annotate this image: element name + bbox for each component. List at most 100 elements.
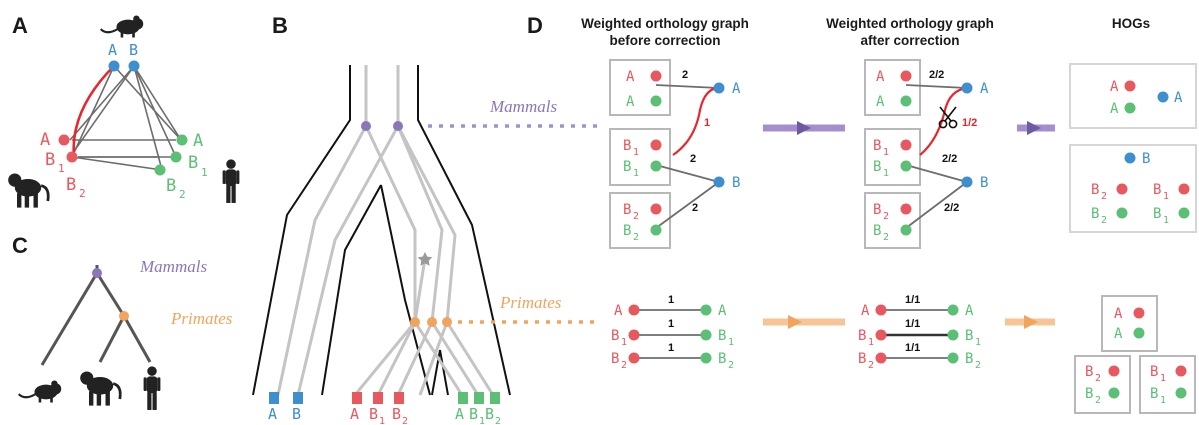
gene-label: A [1110,79,1119,95]
gene-subscript: 1 [728,337,734,348]
gene-subscript: 1 [1163,215,1169,226]
edge-weight: 1 [668,342,674,354]
edge-weight: 1/1 [905,318,920,330]
gene-subscript: 2 [1101,191,1107,202]
hog-primates-b2 [1074,355,1131,414]
panel-label-a: A [12,13,28,38]
gene-label: A [1110,101,1119,117]
gene-label: B [732,175,740,191]
gene-label: A [861,303,870,319]
gene-label: A [1114,306,1123,322]
node-primate-b1 [66,151,78,163]
gene-label: B [392,405,401,423]
gene-label: B [858,328,866,344]
gene-label: B [1150,386,1158,402]
gene-subscript: 1 [883,168,889,179]
header-hogs: HOGs [1112,16,1150,31]
leaf-mouse-b [293,392,303,404]
leaf-human-a [458,392,468,404]
gene-label: B [873,138,881,154]
hog-primates-b1 [1139,355,1196,414]
gene-label: A [455,405,464,423]
clade-label-primates: Primates [170,309,233,328]
node-human-a [176,134,188,146]
gene-label: B [469,405,478,423]
gene-label: B [1091,206,1099,222]
header-after: Weighted orthology graph [826,16,994,31]
panel-label-c: C [12,233,28,258]
leaf-primate-a [352,392,362,404]
gene-label: B [188,153,198,173]
human-icon [143,366,161,410]
graph-before-mammals [609,59,725,249]
gene-subscript: 2 [883,232,889,243]
gene-label: A [1174,90,1183,106]
node-mouse-b [128,60,140,72]
gene-label: B [166,176,176,196]
gene-label: A [268,405,277,423]
gene-subscript: 2 [883,211,889,222]
gene-subscript: 2 [79,187,86,200]
gene-label: B [623,138,631,154]
gene-subscript: 1 [1160,373,1166,384]
gene-subscript: 2 [1095,373,1101,384]
gene-label: B [369,405,378,423]
gene-label: B [45,150,55,170]
gene-subscript: 1 [621,337,627,348]
gene-label: B [611,351,619,367]
primates-node [427,317,437,327]
monkey-icon [78,370,122,407]
species-tree [40,265,152,366]
hog-mammals-b [1069,144,1197,233]
gene-label: B [485,405,494,423]
gene-label: B [1091,182,1099,198]
gene-label: B [129,41,138,59]
graph-after-mammals [864,59,973,249]
mammals-node [92,268,102,278]
gene-label: A [876,94,885,110]
leaf-mouse-a [269,392,279,404]
gene-subscript: 2 [975,360,981,371]
node-human-b2 [154,164,166,176]
edge-weight: 1/1 [905,342,920,354]
node-mouse-a [108,60,120,72]
graph-after-primates [875,304,959,364]
node-primate-a [58,134,70,146]
edge-weight: 2/2 [929,69,944,81]
gene-label: B [858,351,866,367]
header-before: Weighted orthology graph [581,16,749,31]
panel-label-d: D [527,13,543,38]
gene-label: B [718,351,726,367]
arrow-primates [763,315,1055,329]
gene-label: B [1153,206,1161,222]
clade-label-mammals: Mammals [139,257,207,276]
gene-label: A [876,69,885,85]
gene-label: A [1114,326,1123,342]
gene-label: B [1142,151,1150,167]
leaf-human-b1 [474,392,484,404]
clade-label-mammals: Mammals [489,97,557,116]
gene-label: B [965,351,973,367]
header-before-sub: before correction [609,33,720,48]
gene-subscript: 2 [179,188,186,201]
gene-label: B [718,328,726,344]
gene-subscript: 1 [1160,395,1166,406]
gene-label: B [623,159,631,175]
node-human-b1 [170,151,182,163]
leaf-primate-b1 [373,392,383,404]
gene-subscript: 1 [379,416,385,425]
mammals-duplication-node [393,121,403,131]
gene-label: B [873,223,881,239]
edge-weight: 2 [692,202,698,214]
panel-a-edges [69,65,182,171]
gene-label: B [292,405,301,423]
edge-weight: 1 [668,294,674,306]
clade-label-primates: Primates [499,293,562,312]
monkey-icon [6,172,50,209]
star-icon [417,252,433,266]
gene-label: A [108,41,117,59]
gene-subscript: 1 [868,337,874,348]
gene-label: B [1085,364,1093,380]
mouse-icon [17,379,63,404]
